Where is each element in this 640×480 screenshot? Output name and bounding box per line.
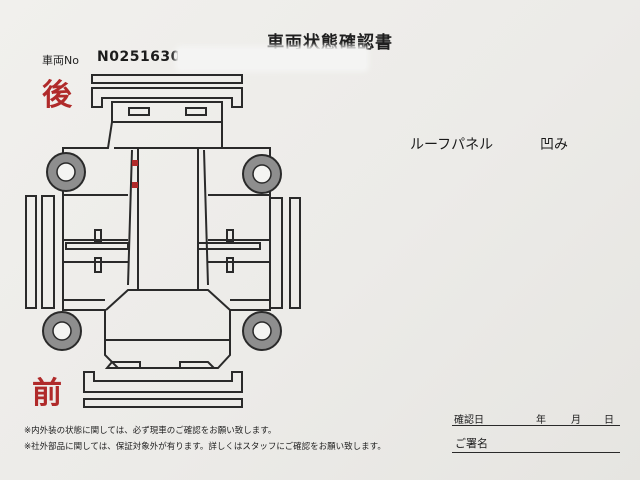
damage-mark-lower <box>132 182 138 188</box>
front-light-left <box>104 361 141 369</box>
day-label: 日 <box>604 415 614 426</box>
rear-bumper <box>91 87 243 108</box>
front-light-right <box>179 361 217 369</box>
year-label: 年 <box>536 415 546 426</box>
front-bumper-bottom-strip <box>83 398 243 408</box>
damage-location: ルーフパネル <box>410 137 494 153</box>
rear-label: 後 <box>42 78 72 113</box>
document-title: 車両状態確認書 <box>267 33 393 53</box>
vehicle-number-label: 車両No <box>42 54 79 67</box>
front-label: 前 <box>32 376 62 411</box>
right-door-handle-rear <box>226 257 234 273</box>
wheels <box>42 152 282 351</box>
windshield-line <box>105 289 231 311</box>
left-door-handle-front <box>94 229 102 243</box>
roof-panel <box>137 147 199 291</box>
wheel-rear-right <box>242 154 282 194</box>
signature-underline <box>452 452 620 453</box>
right-door-lines <box>208 194 270 301</box>
right-side-strip-inner <box>269 197 283 309</box>
right-door-handle-front <box>226 229 234 243</box>
pillar-lines <box>127 149 209 286</box>
footer-note-interior: ※内外装の状態に関しては、必ず現車のご確認をお願い致します。 <box>24 426 277 436</box>
signature-label: ご署名 <box>455 437 488 450</box>
left-side-strip-outer <box>25 195 37 309</box>
date-underline <box>452 425 620 426</box>
left-door-handle-rear <box>94 257 102 273</box>
wheel-rear-left <box>46 152 86 192</box>
car-body-outline <box>62 121 271 369</box>
damage-marks <box>132 160 138 188</box>
redacted-area <box>178 49 366 69</box>
rear-light-right <box>185 107 207 116</box>
left-mirror-strip <box>65 242 129 250</box>
damage-type: 凹み <box>540 137 568 153</box>
damage-mark-upper <box>132 160 138 166</box>
left-door-lines <box>63 194 128 301</box>
left-side-strip-inner <box>41 195 55 309</box>
front-bumper <box>83 371 243 393</box>
rear-light-left <box>128 107 150 116</box>
vehicle-number-value: N0251630 <box>97 49 181 65</box>
wheel-front-right <box>242 311 282 351</box>
confirmation-date-label: 確認日 <box>454 415 484 426</box>
footer-note-aftermarket: ※社外部品に関しては、保証対象外が有ります。詳しくはスタッフにご確認をお願い致し… <box>24 442 386 452</box>
right-side-strip-outer <box>289 197 301 309</box>
month-label: 月 <box>571 415 581 426</box>
rear-bumper-top-strip <box>91 74 243 84</box>
wheel-front-left <box>42 311 82 351</box>
